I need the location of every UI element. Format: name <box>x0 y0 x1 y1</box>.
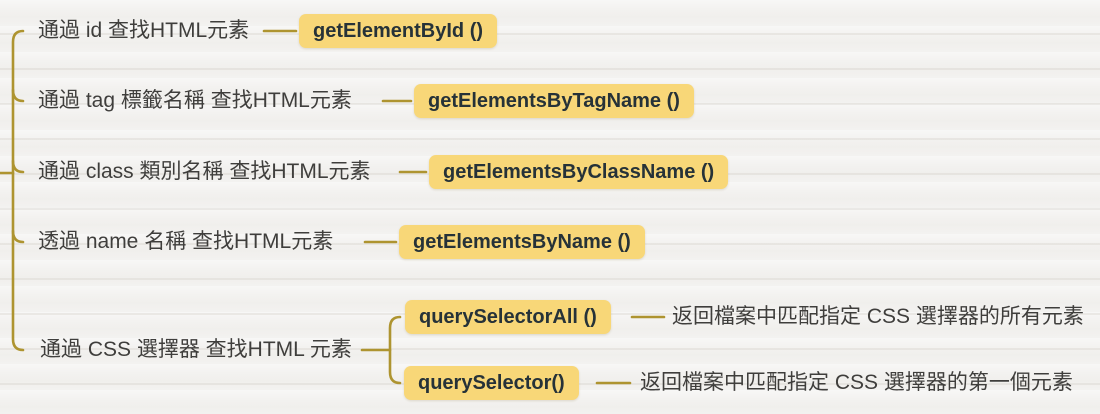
method-node-getelementsbyclassname[interactable]: getElementsByClassName () <box>429 155 729 189</box>
branch-label-class[interactable]: 通過 class 類別名稱 查找HTML元素 <box>38 160 371 183</box>
main-brace <box>11 29 25 352</box>
method-node-queryselectorall[interactable]: querySelectorAll () <box>405 300 611 334</box>
method-node-getelementsbytagname[interactable]: getElementsByTagName () <box>414 84 694 118</box>
branch-label-css-selector[interactable]: 通過 CSS 選擇器 查找HTML 元素 <box>40 338 352 361</box>
branch-hook-tag <box>11 88 25 103</box>
description-queryselectorall[interactable]: 返回檔案中匹配指定 CSS 選擇器的所有元素 <box>672 305 1084 328</box>
method-node-getelementbyid[interactable]: getElementById () <box>299 14 498 48</box>
method-node-queryselector[interactable]: querySelector() <box>404 366 579 400</box>
description-queryselector[interactable]: 返回檔案中匹配指定 CSS 選擇器的第一個元素 <box>640 371 1073 394</box>
branch-label-id[interactable]: 通過 id 查找HTML元素 <box>38 19 250 42</box>
branch-label-name[interactable]: 透過 name 名稱 查找HTML元素 <box>38 230 334 253</box>
css-sub-brace <box>388 315 402 385</box>
branch-label-tag[interactable]: 通過 tag 標籤名稱 查找HTML元素 <box>38 89 352 112</box>
method-node-getelementsbyname[interactable]: getElementsByName () <box>399 225 645 259</box>
branch-hook-name <box>11 229 25 244</box>
branch-hook-class <box>11 159 25 174</box>
